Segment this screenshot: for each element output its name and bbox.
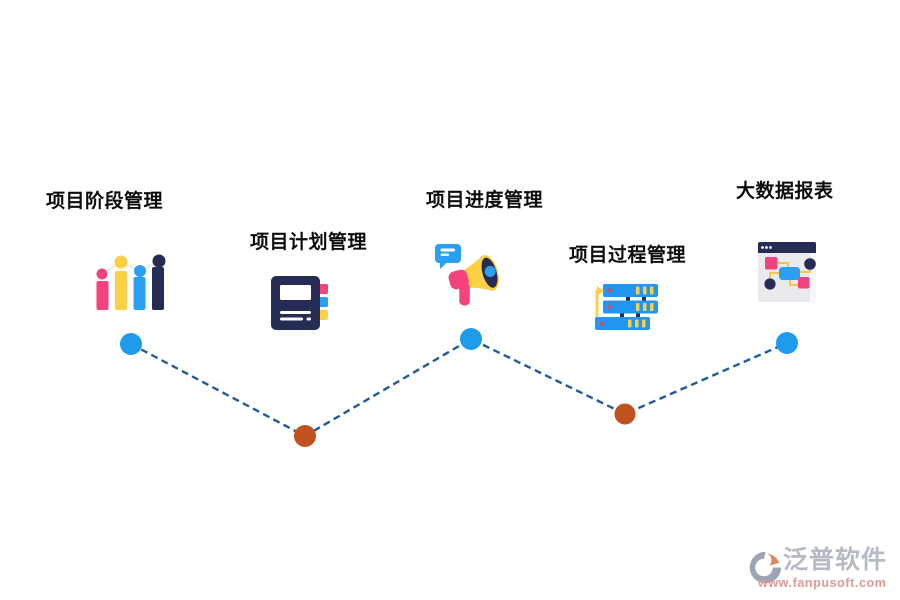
node-dot-4 [614,403,636,425]
server-stack-icon [595,284,658,330]
stage-label-phase: 项目阶段管理 [46,191,164,212]
stage-label-process: 项目过程管理 [569,245,687,266]
stage-label-plan: 项目计划管理 [250,232,368,253]
tab-yellow [318,310,328,320]
tab-blue [318,297,328,307]
notebook-icon [271,276,328,330]
node-dot-3 [460,328,482,350]
flowchart-links [769,262,811,286]
node-dot-1 [120,333,142,355]
arrow-head [597,286,604,296]
fanpu-logo-icon [749,551,782,584]
bar-chart-icon [96,254,166,310]
node-dot-2 [294,425,316,447]
tab-pink [318,284,328,294]
report-window-icon [758,242,816,302]
megaphone-icon [435,244,500,306]
stage-label-bigdata: 大数据报表 [736,181,834,202]
watermark: 泛普软件 www.fanpusoft.com [746,546,900,596]
stage-label-progress: 项目进度管理 [426,190,544,211]
watermark-url: www.fanpusoft.com [758,576,887,590]
megaphone-horn [448,254,500,306]
connector-line [130,337,788,438]
node-dot-5 [776,332,798,354]
speech-bubble-icon [435,244,461,269]
watermark-brand: 泛普软件 [783,546,888,574]
trend-line [101,259,160,276]
